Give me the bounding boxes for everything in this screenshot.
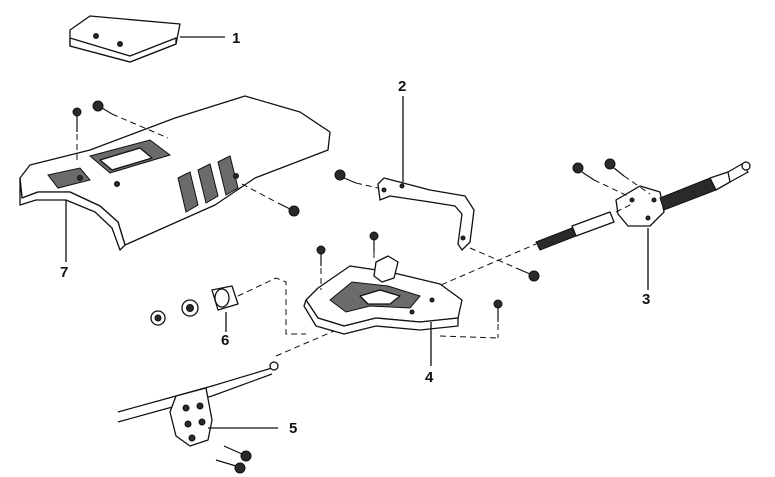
screw-2a <box>334 169 357 184</box>
screw-7a <box>72 107 82 160</box>
screw-5a <box>223 445 252 462</box>
callout-1: 1 <box>232 30 240 47</box>
screw-3a <box>572 162 629 197</box>
screw-3b <box>604 158 651 195</box>
callout-7: 7 <box>60 264 68 281</box>
part-7-console-shell <box>19 95 331 262</box>
callout-6: 6 <box>221 332 229 349</box>
part-6-bushing-set <box>150 277 306 335</box>
part-1-cover-plate <box>69 15 225 63</box>
callout-5: 5 <box>289 420 297 437</box>
screw-7b <box>92 100 169 139</box>
callout-2: 2 <box>398 78 406 95</box>
part-5-cable-bracket <box>117 361 279 447</box>
screw-5b <box>215 459 246 474</box>
screw-2b <box>469 247 540 282</box>
part-4-lever-base <box>303 255 463 366</box>
callout-3: 3 <box>642 291 650 308</box>
screw-4a <box>316 245 326 290</box>
screw-7c <box>241 183 300 217</box>
screw-4b <box>369 231 379 262</box>
callout-4: 4 <box>425 369 434 386</box>
part-3-cable-assembly <box>535 161 751 290</box>
part-2-bracket <box>355 96 475 251</box>
screw-4c <box>439 299 503 339</box>
